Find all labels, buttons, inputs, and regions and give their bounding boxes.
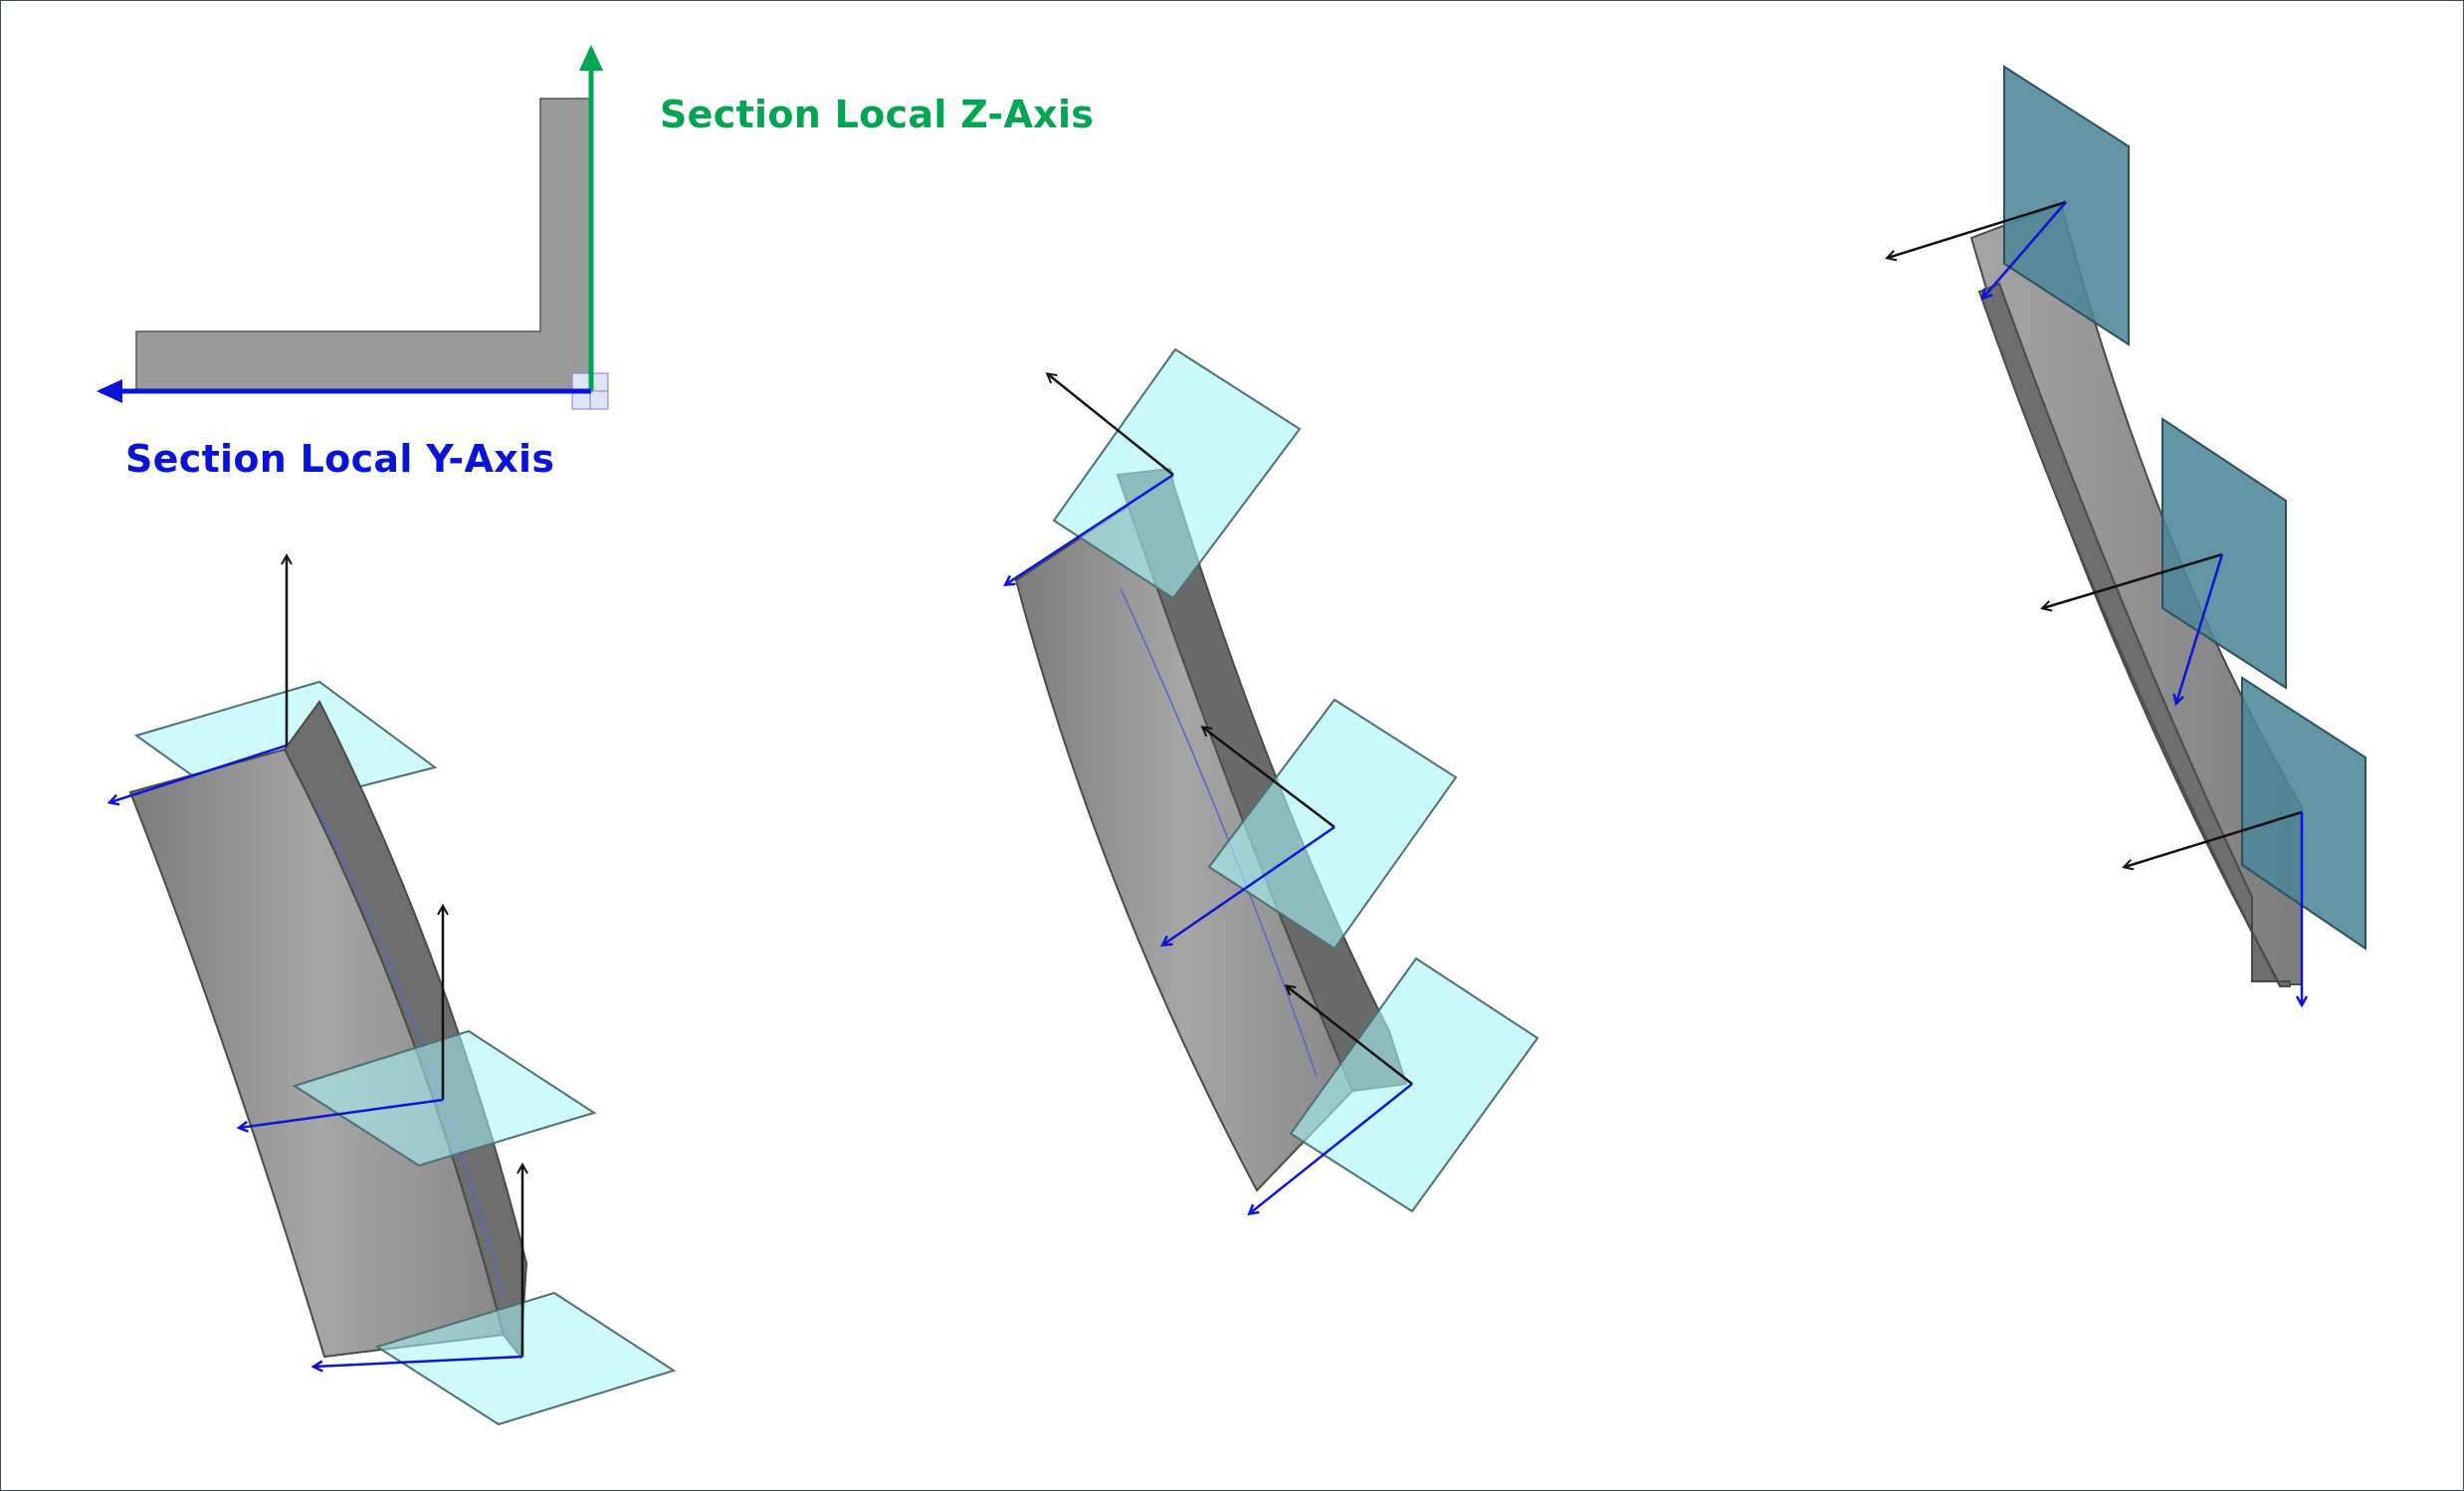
plane-bottom-right: [2241, 676, 2366, 951]
member-right: [1888, 65, 2366, 1004]
member-middle: [1006, 347, 1540, 1213]
z-axis-label: Section Local Z-Axis: [660, 93, 1095, 136]
plane-bottom-left: [374, 1291, 677, 1426]
section-profile: [97, 45, 609, 410]
plane-mid-left: [292, 1029, 597, 1168]
beam-flange-right: [1977, 282, 2291, 987]
plane-top-right: [2003, 65, 2130, 346]
y-axis-label: Section Local Y-Axis: [125, 437, 555, 481]
plane-top-middle: [1052, 347, 1302, 600]
member-left: [110, 556, 677, 1426]
plane-mid-right: [2161, 417, 2287, 690]
angle-section-shape: [135, 98, 591, 392]
plane-bottom-middle: [1289, 957, 1540, 1213]
